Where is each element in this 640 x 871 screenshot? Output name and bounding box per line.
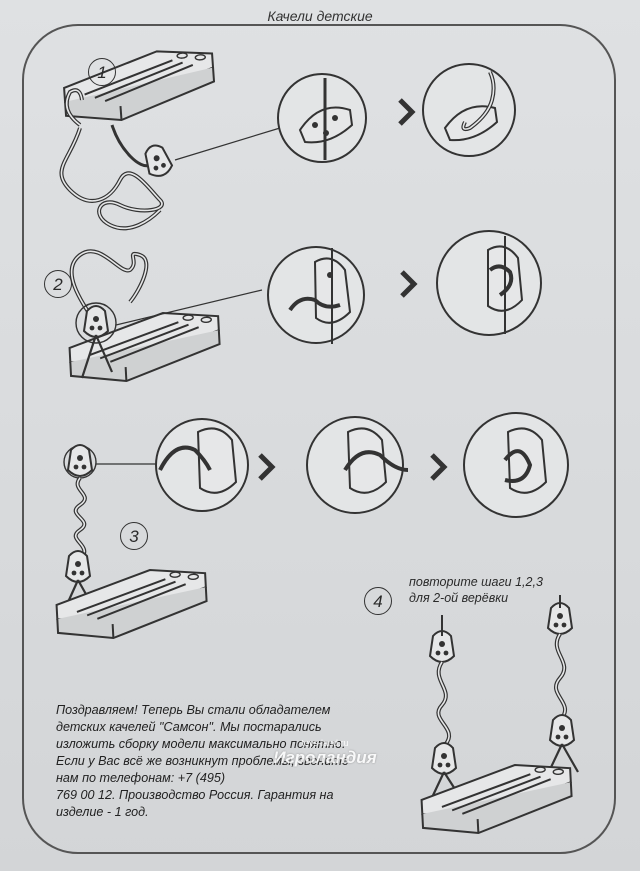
congrats-line: изложить сборку модели максимально понят… [56,737,346,751]
step1-arrow-icon [398,98,416,126]
content-frame [22,24,616,854]
watermark: toys-land.ru Игроландия [250,738,400,788]
watermark-site: toys-land.ru [301,738,349,748]
step1-illustration [59,46,516,231]
step2-illustration [67,230,542,385]
step2-arrow-icon [400,270,418,298]
step4-illustration [419,595,579,837]
step3-illustration [54,412,569,642]
repeat-note-line1: повторите шаги 1,2,3 [409,575,543,589]
congrats-line: Если у Вас всё же возникнут проблемы, зв… [56,754,349,768]
step-number-1: 1 [88,58,116,86]
step3-arrow-icon-2 [430,453,448,481]
congrats-line: нам по телефонам: +7 (495) [56,771,226,785]
step-number-3: 3 [120,522,148,550]
page-title: Качели детские [267,8,373,24]
congrats-line: 769 00 12. Производство Россия. Гарантия… [56,788,334,802]
step3-arrow-icon-1 [258,453,276,481]
step-number-4: 4 [364,587,392,615]
congrats-line: Поздравляем! Теперь Вы стали обладателем [56,703,331,717]
congratulations-text: Поздравляем! Теперь Вы стали обладателем… [56,702,406,821]
watermark-brand: Игроландия [273,748,377,767]
step-number-2: 2 [44,270,72,298]
repeat-steps-note: повторите шаги 1,2,3 для 2-ой верёвки [409,574,609,606]
repeat-note-line2: для 2-ой верёвки [409,591,509,605]
congrats-line: детских качелей "Самсон". Мы постарались [56,720,322,734]
congrats-line: изделие - 1 год. [56,805,149,819]
